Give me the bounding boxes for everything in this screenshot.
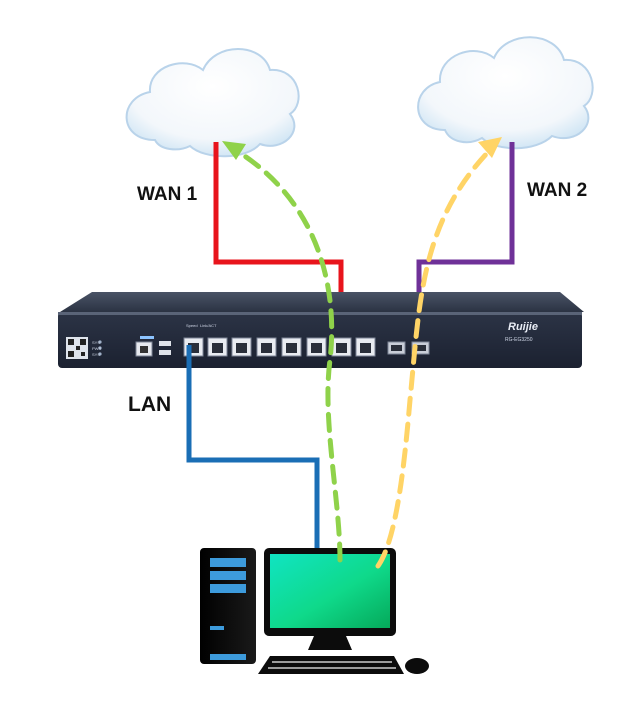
lan-link	[186, 345, 320, 552]
wan2-label: WAN 2	[527, 180, 587, 201]
led-label: PWR	[92, 346, 101, 351]
led-label: SYS	[92, 352, 100, 357]
led-label: SYS	[92, 340, 100, 345]
arrowhead-icon	[222, 141, 246, 160]
speed-label: Speed	[186, 323, 198, 328]
sfp-port	[387, 341, 406, 355]
cloud-icon	[417, 36, 594, 150]
cloud-icon	[125, 48, 300, 158]
lan-label: LAN	[128, 393, 171, 416]
ethernet-port	[207, 337, 228, 357]
traffic-path-wan2	[375, 143, 497, 569]
wan1-label: WAN 1	[137, 184, 198, 205]
desktop-computer-icon	[200, 548, 429, 674]
ethernet-port	[231, 337, 252, 357]
model-label: RG-EG3250	[505, 337, 533, 343]
ethernet-port	[306, 337, 327, 357]
ethernet-port	[331, 337, 352, 357]
ethernet-port	[281, 337, 302, 357]
ethernet-port	[355, 337, 376, 357]
link-label: Link/ACT	[200, 323, 217, 328]
ethernet-port	[256, 337, 277, 357]
brand-logo: Ruijie	[508, 321, 538, 333]
arrowhead-icon	[478, 137, 502, 158]
router-icon: SYS PWR SYS Speed Link/ACT	[58, 292, 584, 368]
traffic-path-wan1	[229, 145, 343, 563]
